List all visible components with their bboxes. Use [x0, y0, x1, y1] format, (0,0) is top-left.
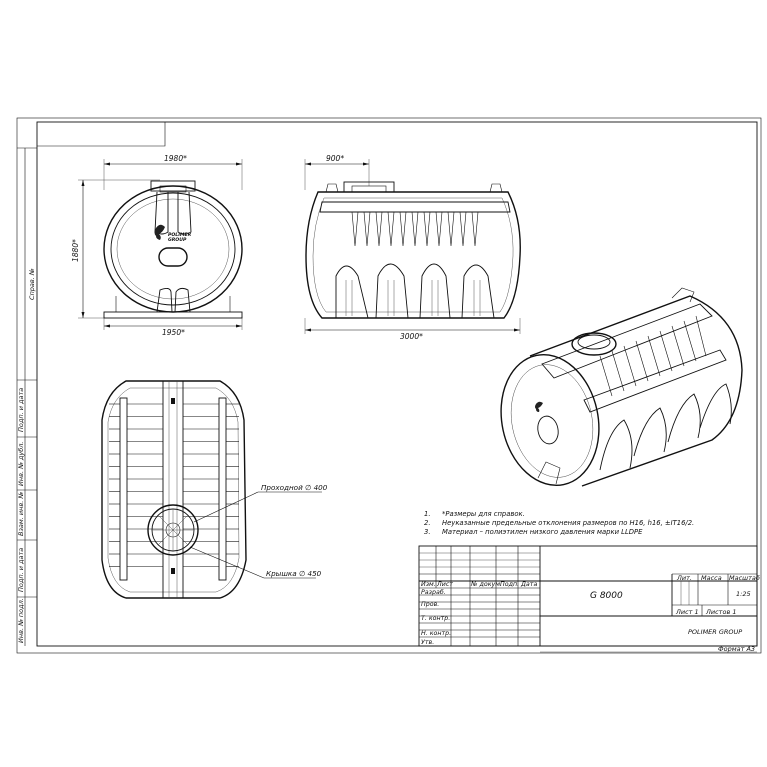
tb-sheets: Листов 1 [705, 608, 736, 616]
notes: 1. *Размеры для справок. 2. Неуказанные … [424, 510, 694, 536]
dim-front-height: 1880* [71, 239, 80, 262]
dim-side-hatch-offset: 900* [326, 154, 344, 163]
tb-header-izm: Изм. [421, 581, 436, 588]
tb-scale-value: 1:25 [736, 590, 751, 598]
strip-label-ref: Справ. № [28, 268, 36, 300]
tb-company: POLIMER GROUP [688, 628, 742, 636]
tb-format: Формат A3 [718, 645, 755, 653]
tb-header-date: Дата [520, 581, 537, 588]
tb-header-list: Лист [436, 581, 453, 588]
tb-col-mass: Масса [701, 574, 722, 582]
title-block: Изм. Лист № докум. Подп. Дата Разраб. Пр… [418, 545, 760, 653]
logo-text-line1: POLIMER [168, 232, 192, 238]
tb-designation: G 8000 [590, 591, 623, 601]
tb-header-doc: № докум. [470, 581, 502, 588]
tb-role-utv: Утв. [421, 639, 434, 646]
strip-label-field-4: Подп. и дата [17, 548, 25, 592]
dim-side-length: 3000* [400, 332, 423, 341]
isometric-view [500, 287, 743, 487]
left-strip-labels: Справ. № Подп. и дата Инв. № дубл. Взам.… [17, 268, 36, 643]
tb-col-scale: Масштаб [729, 574, 760, 582]
note-3-num: 3. [424, 528, 431, 536]
tb-col-lit: Лит. [676, 574, 692, 582]
tb-role-nkontr: Н. контр. [421, 630, 451, 637]
strip-label-field-3: Взам. инв. № [17, 492, 25, 536]
note-3-text: Материал – полиэтилен низкого давления м… [442, 528, 643, 536]
tb-role-tkontr: Т. контр. [421, 615, 450, 622]
polimer-group-logo: POLIMER GROUP [154, 224, 192, 243]
tb-header-sign: Подп. [500, 581, 519, 588]
callout-manhole: Проходной ∅ 400 [261, 483, 328, 492]
strip-label-field-2: Инв. № дубл. [17, 442, 25, 486]
tb-sheet: Лист 1 [675, 608, 699, 616]
side-view: 900* 3000* [304, 154, 521, 341]
strip-label-field-1: Подп. и дата [17, 388, 25, 432]
front-view: 1980* 1880* 1950* [71, 154, 243, 337]
tb-role-razrab: Разраб. [421, 588, 446, 596]
note-1-text: *Размеры для справок. [442, 510, 525, 518]
note-1-num: 1. [424, 510, 431, 518]
logo-text-line2: GROUP [168, 237, 187, 243]
tb-role-prov: Пров. [421, 601, 439, 608]
note-2-num: 2. [424, 519, 431, 527]
top-view: Проходной ∅ 400 Крышка ∅ 450 [101, 380, 328, 599]
note-2-text: Неуказанные предельные отклонения размер… [442, 519, 694, 527]
strip-label-field-5: Инв. № подл. [17, 598, 25, 643]
callout-lid: Крышка ∅ 450 [266, 569, 322, 578]
dim-front-width-top: 1980* [164, 154, 187, 163]
dim-front-width-bottom: 1950* [162, 328, 185, 337]
drawing-frame [16, 117, 762, 654]
